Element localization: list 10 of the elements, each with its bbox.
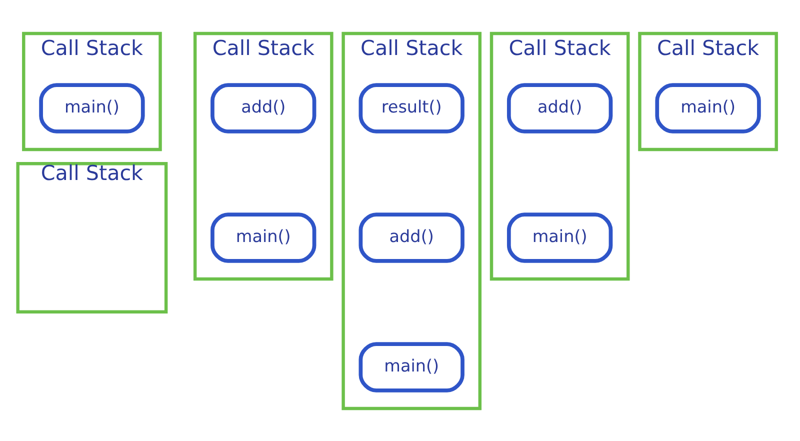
node-box: main()	[39, 82, 145, 133]
node-box: add()	[506, 82, 613, 133]
node-box: result()	[358, 82, 464, 133]
node-box: add()	[358, 212, 464, 262]
node-box: main()	[655, 82, 761, 133]
node-box: Call Stack	[16, 162, 168, 313]
node-box: main()	[506, 212, 613, 262]
node-box: main()	[210, 212, 316, 262]
node-box: main()	[358, 342, 464, 392]
node-box: add()	[210, 82, 316, 133]
